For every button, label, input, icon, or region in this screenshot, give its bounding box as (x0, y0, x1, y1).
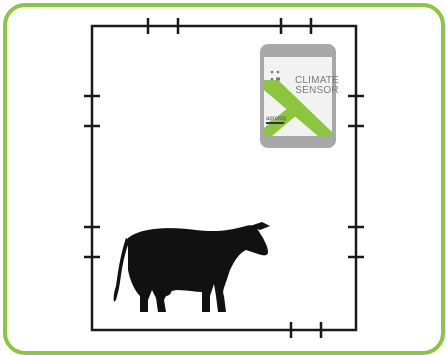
climate-sensor-icon (260, 44, 336, 148)
sensor-brand: agrolog (266, 116, 286, 122)
sensor-label: CLIMATE SENSOR (289, 76, 345, 96)
sensor-label-line2: SENSOR (289, 86, 345, 96)
cow-icon (114, 222, 270, 312)
